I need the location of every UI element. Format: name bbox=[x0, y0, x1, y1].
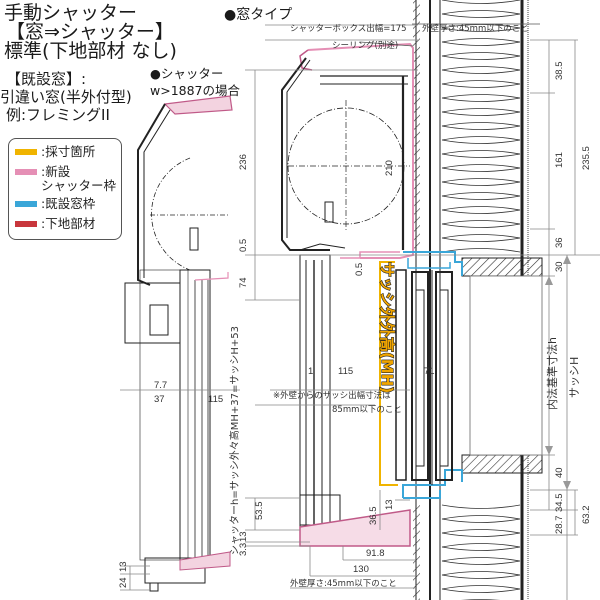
arrow-inner-top-icon bbox=[545, 276, 553, 285]
arrow-top-icon bbox=[563, 255, 571, 264]
base-swatch-icon bbox=[15, 221, 37, 227]
inner-std-height-label: 内法基準寸法h bbox=[545, 337, 559, 410]
arrow-inner-bottom-icon bbox=[545, 446, 553, 455]
legend-item-measure: :採寸箇所 bbox=[15, 145, 95, 159]
wall-hatch-top bbox=[413, 0, 420, 250]
dim-13-left: 13 bbox=[238, 531, 249, 542]
sash-outer-height-label: サッシ外外高(MH) bbox=[378, 262, 396, 393]
wall-thickness-top-note: 外壁厚さ:45mm以下のこと bbox=[422, 23, 529, 34]
dim-91-8: 91.8 bbox=[366, 548, 385, 559]
existing-window-label: 【既設窓】: bbox=[6, 70, 87, 88]
dim-115-left: 115 bbox=[208, 394, 223, 405]
insulation-wave bbox=[441, 574, 521, 590]
legend-item-existing-frame: :既設窓枠 bbox=[15, 197, 95, 211]
title-line1: 手動シャッター bbox=[4, 2, 138, 24]
arrow-bottom-icon bbox=[563, 481, 571, 490]
insulation-wave bbox=[441, 588, 521, 600]
dim-24: 24 bbox=[118, 577, 129, 588]
dim-235-5: 235.5 bbox=[581, 146, 592, 170]
insulation-wave bbox=[441, 83, 521, 99]
insulation-wave bbox=[441, 13, 521, 29]
legend-label: :新設 シャッター枠 bbox=[41, 164, 117, 193]
insulation-wave bbox=[441, 125, 521, 141]
existing-window-type: 引違い窓(半外付型) bbox=[0, 88, 132, 106]
insulation-wave bbox=[441, 223, 521, 239]
dim-115-mid: 115 bbox=[338, 366, 353, 377]
sash-projection-note-1: ※外壁からのサッシ出幅寸法は bbox=[273, 390, 391, 401]
dim-30: 30 bbox=[554, 261, 565, 272]
dim-38-5: 38.5 bbox=[554, 62, 565, 81]
dim-53-5: 53.5 bbox=[254, 502, 265, 521]
dim-161: 161 bbox=[554, 152, 565, 168]
wall-thickness-bottom-note: 外壁厚さ:45mm以下のこと bbox=[290, 578, 397, 589]
lower-jamb-hatch bbox=[461, 454, 543, 474]
insulation-wave bbox=[441, 69, 521, 85]
dim-40: 40 bbox=[554, 467, 565, 478]
box-width-note: シャッターボックス出幅=175 bbox=[290, 23, 407, 34]
insulation-wave bbox=[441, 111, 521, 127]
dim-130: 130 bbox=[353, 564, 369, 575]
upper-jamb-hatch bbox=[461, 257, 543, 277]
dim-7-7: 7.7 bbox=[154, 380, 167, 391]
sash-projection-note-2: 85mm以下のこと bbox=[332, 405, 402, 415]
legend-label: :既設窓枠 bbox=[41, 196, 96, 211]
dim-236: 236 bbox=[238, 154, 249, 170]
dim-210: 210 bbox=[384, 160, 395, 176]
insulation-wave bbox=[441, 209, 521, 225]
title-line3: 標準(下地部材 なし) bbox=[4, 40, 177, 62]
insulation-wave bbox=[441, 167, 521, 183]
legend-item-base: :下地部材 bbox=[15, 217, 95, 231]
dim-13-mid: 13 bbox=[384, 499, 395, 510]
insulation-wave bbox=[441, 97, 521, 113]
insulation-wave bbox=[441, 504, 521, 520]
insulation-wave bbox=[441, 237, 521, 253]
legend: :採寸箇所 :新設 シャッター枠 :既設窓枠 :下地部材 bbox=[8, 138, 122, 240]
window-type-label: ●窓タイプ bbox=[224, 7, 293, 23]
insulation-wave bbox=[441, 55, 521, 71]
dim-34-5: 34.5 bbox=[554, 494, 565, 513]
opening-void bbox=[469, 275, 543, 456]
new-frame-swatch-icon bbox=[15, 169, 37, 175]
shutter-detail-wide bbox=[124, 95, 233, 592]
insulation-wave bbox=[441, 518, 521, 534]
insulation-wave bbox=[441, 546, 521, 562]
sash-h-label: サッシH bbox=[568, 357, 581, 398]
dim-36-5: 36.5 bbox=[368, 507, 379, 526]
dim-13-far: 13 bbox=[118, 561, 129, 572]
dim-0-5-left: 0.5 bbox=[238, 239, 249, 252]
dim-0-5-mid: 0.5 bbox=[354, 263, 365, 276]
measure-swatch-icon bbox=[15, 149, 37, 155]
shutter-case-label: ●シャッター bbox=[150, 66, 224, 81]
insulation-wave bbox=[441, 0, 521, 15]
insulation-wave bbox=[441, 532, 521, 548]
insulation-wave bbox=[441, 139, 521, 155]
insulation-wave bbox=[441, 41, 521, 57]
sealing-note: シーリング(別途) bbox=[332, 40, 398, 51]
legend-item-new-frame: :新設 シャッター枠 bbox=[15, 165, 116, 193]
insulation-wave bbox=[441, 195, 521, 211]
dimension-lines bbox=[120, 23, 600, 600]
measurement-line bbox=[379, 261, 398, 486]
title-line2: 【窓⇒シャッター】 bbox=[6, 21, 174, 43]
insulation-wave bbox=[441, 153, 521, 169]
shutter-height-formula: シャッターh=サッシ外々高MH+37=サッシH+53 bbox=[228, 326, 241, 555]
legend-label: :下地部材 bbox=[41, 216, 96, 231]
dim-28-7: 28.7 bbox=[554, 516, 565, 535]
dim-71: 71 bbox=[424, 366, 435, 377]
existing-window-frame bbox=[395, 251, 463, 499]
insulation-wave bbox=[441, 27, 521, 43]
insulation-wave bbox=[441, 560, 521, 576]
shutter-condition-label: w>1887の場合 bbox=[150, 83, 241, 98]
dim-74: 74 bbox=[238, 277, 249, 288]
dim-37: 37 bbox=[154, 394, 165, 405]
legend-label: :採寸箇所 bbox=[41, 144, 96, 159]
dim-1: 1 bbox=[308, 366, 313, 377]
dim-3-3: 3.3 bbox=[238, 543, 249, 556]
wall-hatch-bottom bbox=[413, 505, 420, 600]
dim-36: 36 bbox=[554, 237, 565, 248]
insulation-wave bbox=[441, 181, 521, 197]
dim-63-2: 63.2 bbox=[581, 506, 592, 525]
existing-frame-swatch-icon bbox=[15, 201, 37, 207]
existing-window-example: 例:フレミングII bbox=[6, 106, 110, 124]
